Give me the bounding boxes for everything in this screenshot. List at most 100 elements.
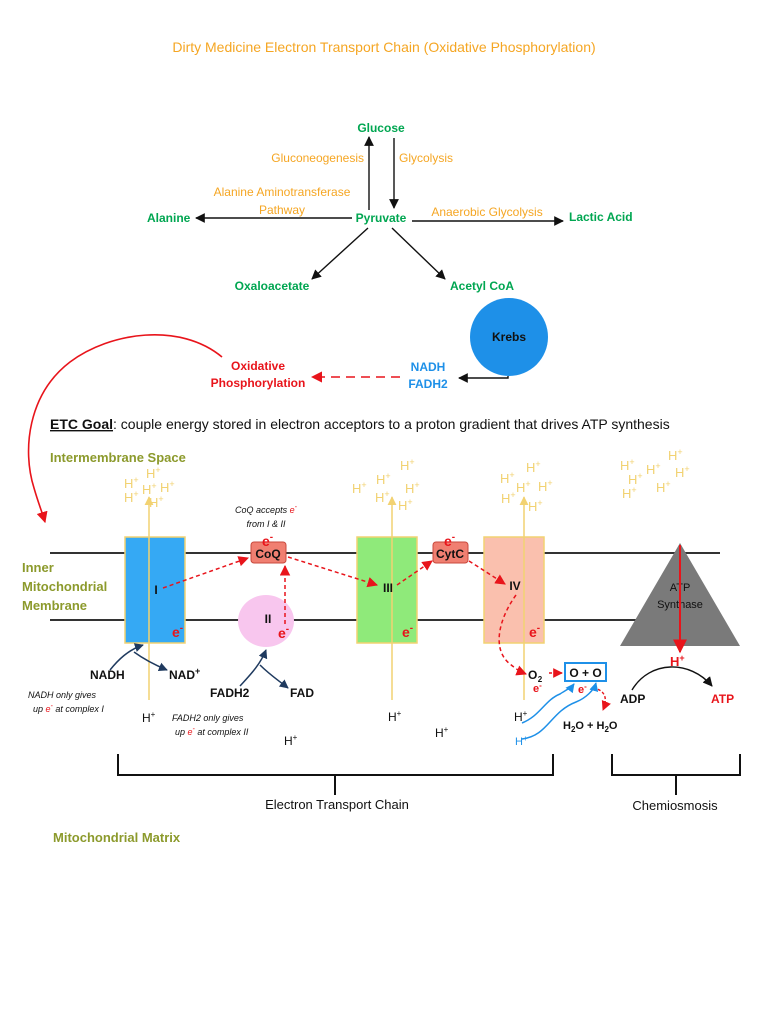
nadh-note-line-2: up e- at complex I [33, 700, 104, 714]
matrix-reactions: NADH NAD+ NADH only gives up e- at compl… [28, 545, 734, 748]
glycolysis-label: Glycolysis [399, 151, 453, 165]
proton: H+ [388, 709, 402, 724]
fadh2-label: FADH2 [408, 377, 448, 391]
blue-proton: H+ [515, 734, 528, 748]
chemiosmosis-bracket-label: Chemiosmosis [632, 798, 718, 813]
proton: H+ [124, 489, 139, 505]
etc-bracket-label: Electron Transport Chain [265, 797, 409, 812]
complex-i-label: I [154, 583, 157, 597]
coq-note-line-2: from I & II [246, 519, 286, 529]
svg-text:ETC Goal: couple energy stored: ETC Goal: couple energy stored in electr… [50, 416, 670, 432]
proton: H+ [501, 490, 516, 506]
adp-label: ADP [620, 692, 645, 706]
page-title: Dirty Medicine Electron Transport Chain … [172, 39, 595, 55]
oxygen-atoms-label: O + O [569, 666, 601, 680]
proton: H+ [398, 497, 413, 513]
coq-label: CoQ [255, 547, 280, 561]
intermembrane-space-label: Intermembrane Space [50, 450, 186, 465]
electron-flow-cytc-to-iv [468, 560, 506, 585]
electron-cytc: e- [444, 532, 455, 549]
proton: H+ [149, 494, 164, 510]
proton: H+ [146, 465, 161, 481]
glucose-label: Glucose [357, 121, 405, 135]
proton: H+ [622, 485, 637, 501]
alanine-label: Alanine [147, 211, 191, 225]
proton: H+ [516, 479, 531, 495]
alt-pathway-label-2: Pathway [259, 203, 305, 217]
oxphos-label-2: Phosphorylation [211, 376, 306, 390]
electron-flow-i-to-coq [162, 556, 249, 589]
fad-curve-arrow [259, 664, 289, 689]
lactic-acid-label: Lactic Acid [569, 210, 633, 224]
acetyl-coa-arrow [391, 227, 446, 280]
proton: H+ [142, 710, 156, 725]
complex-iii [356, 536, 418, 644]
proton: H+ [675, 464, 690, 480]
electron-flow-iii-to-cytc [396, 560, 433, 586]
coq-box [250, 541, 287, 564]
inner-membrane-label-3: Membrane [22, 598, 87, 613]
matrix-label: Mitochondrial Matrix [53, 830, 181, 845]
complex-ii-label: II [265, 612, 272, 626]
proton: H+ [656, 479, 671, 495]
cytc-label: CytC [436, 547, 464, 561]
proton: H+ [142, 481, 157, 497]
fadh2-matrix-label: FADH2 [210, 686, 250, 700]
metabolism-pathway: Glucose Gluconeogenesis Glycolysis Alani… [27, 121, 633, 524]
oo-electron: e- [578, 682, 587, 696]
electron-complex-ii: e- [278, 624, 289, 641]
etc-goal-label: ETC Goal [50, 416, 113, 432]
fadh2-note-line-1: FADH2 only gives [172, 713, 244, 723]
etc-bracket [117, 754, 554, 795]
krebs-to-nadh-arrow [458, 373, 509, 383]
nadh-note-line-1: NADH only gives [28, 690, 97, 700]
proton: H+ [628, 471, 643, 487]
proton: H+ [352, 480, 367, 496]
alt-pathway-label-1: Alanine Aminotransferase [214, 185, 351, 199]
proton: H+ [620, 457, 635, 473]
proton: H+ [514, 709, 528, 724]
coq-note-line-1: CoQ accepts e- [235, 504, 298, 515]
inner-membrane-label-2: Mitochondrial [22, 579, 107, 594]
blue-proton-arrow-2 [521, 682, 599, 740]
chemiosmosis-bracket [611, 754, 741, 795]
o2-label: O-2 [528, 668, 543, 684]
krebs-label: Krebs [492, 330, 526, 344]
nad-plus-label: NAD+ [169, 666, 200, 682]
electron-complex-i: e- [172, 623, 183, 640]
nadh-curve-arrow [109, 643, 144, 671]
proton: H+ [400, 457, 415, 473]
proton: H+ [668, 447, 683, 463]
coq-note: CoQ accepts e- from I & II [235, 504, 298, 529]
proton: H+ [646, 461, 661, 477]
complex-iv [483, 536, 545, 644]
proton: H+ [528, 498, 543, 514]
complex-ii [238, 595, 294, 647]
cytc-box [432, 541, 469, 564]
intermembrane-protons: H+ H+ H+ H+ H+ H+ H+ H+ H+ H+ H+ H+ H+ H… [124, 447, 690, 514]
brackets: Electron Transport Chain Chemiosmosis [117, 754, 741, 813]
fadh2-curve-arrow [239, 649, 268, 687]
anaerobic-glycolysis-label: Anaerobic Glycolysis [431, 205, 542, 219]
proton: H+ [405, 480, 420, 496]
etc-goal: ETC Goal: couple energy stored in electr… [50, 416, 670, 432]
krebs-cycle-circle [470, 298, 548, 376]
proton: H+ [124, 475, 139, 491]
pyruvate-label: Pyruvate [356, 211, 407, 225]
o2-electron: e- [533, 681, 542, 695]
complex-iii-label: III [383, 581, 393, 595]
complex-i [124, 536, 186, 644]
complex-iv-label: IV [509, 579, 520, 593]
atp-synthase-proton: H+ [670, 653, 685, 669]
electron-flow-coq-to-iii [287, 556, 379, 588]
atp-label: ATP [711, 692, 734, 706]
proton: H+ [500, 470, 515, 486]
proton: H+ [284, 733, 298, 748]
oxaloacetate-label: Oxaloacetate [235, 279, 310, 293]
blue-proton-arrow-1 [521, 683, 575, 724]
oxaloacetate-arrow [311, 227, 369, 280]
complexes: I II III IV CoQ CytC ATP Synthase e- e- … [124, 496, 740, 700]
electron-complex-iv: e- [529, 623, 540, 640]
proton: H+ [375, 489, 390, 505]
proton: H+ [538, 478, 553, 494]
